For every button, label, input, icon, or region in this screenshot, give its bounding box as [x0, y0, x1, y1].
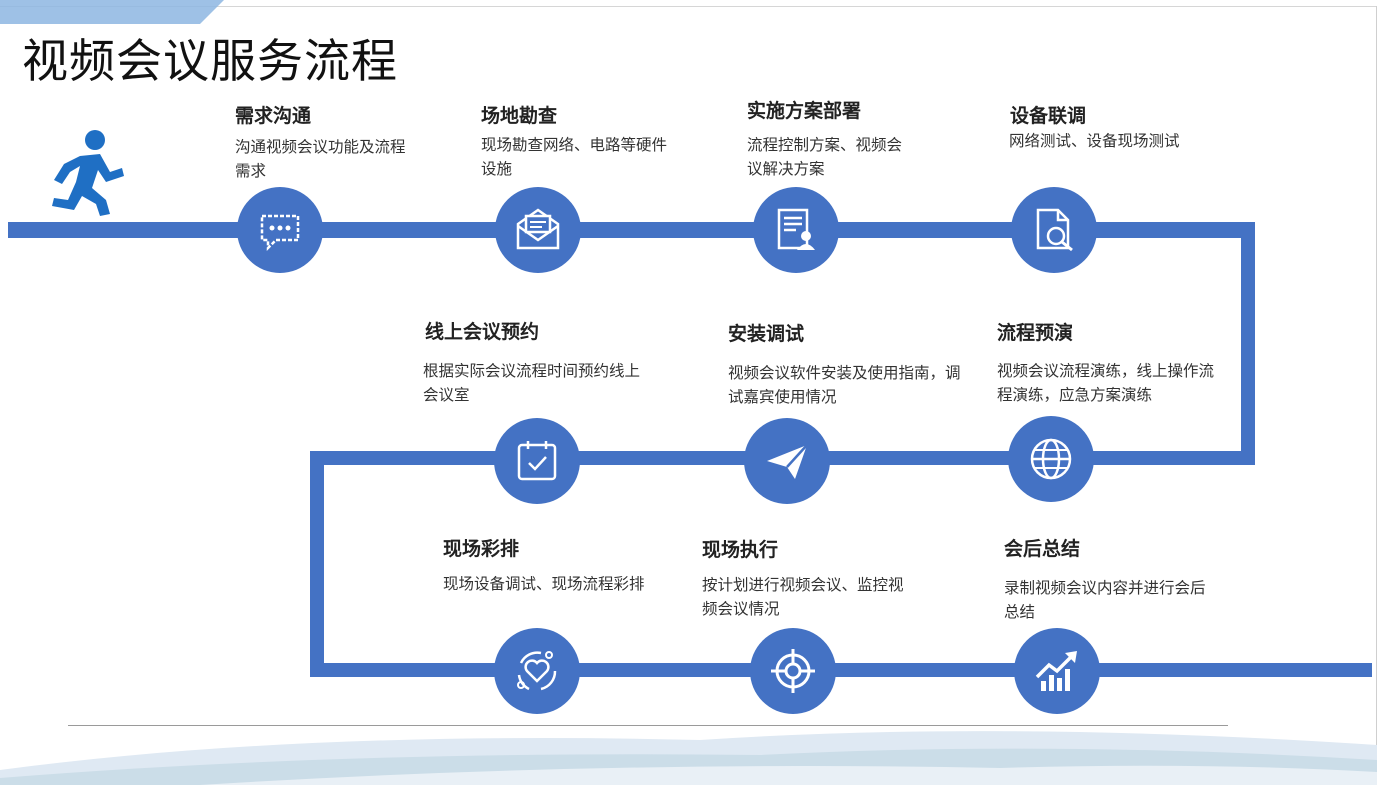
- step-title-1: 需求沟通: [235, 105, 312, 127]
- top-accent-shape: [0, 0, 224, 24]
- node-step-1: [237, 187, 323, 273]
- step-title-8: 现场彩排: [443, 538, 520, 560]
- step-desc-4: 网络测试、设备现场测试: [1009, 132, 1180, 150]
- step-title-6: 安装调试: [728, 323, 805, 345]
- node-step-4: [1011, 187, 1097, 273]
- track-row3: [310, 663, 1372, 677]
- node-step-6: [744, 418, 830, 504]
- step-desc-2: 现场勘查网络、电路等硬件设施: [481, 136, 668, 178]
- document-user-icon: [777, 208, 815, 250]
- step-desc-6: 视频会议软件安装及使用指南，调试嘉宾使用情况: [728, 364, 961, 406]
- step-desc-8: 现场设备调试、现场流程彩排: [443, 575, 645, 593]
- step-title-2: 场地勘查: [481, 105, 558, 127]
- node-step-3: [753, 187, 839, 273]
- step-title-3: 实施方案部署: [747, 100, 862, 122]
- track-right-connector: [1241, 222, 1255, 465]
- node-step-9: [750, 628, 836, 714]
- track-left-connector: [310, 451, 324, 677]
- step-title-4: 设备联调: [1010, 105, 1087, 127]
- footer-divider: [68, 725, 1228, 726]
- globe-icon: [1030, 438, 1072, 480]
- step-title-7: 流程预演: [997, 322, 1074, 344]
- node-step-10: [1014, 628, 1100, 714]
- runner-icon: [52, 130, 124, 216]
- document-search-icon: [1036, 208, 1073, 252]
- node-step-5: [494, 418, 580, 504]
- step-title-9: 现场执行: [702, 539, 779, 561]
- node-step-8: [494, 628, 580, 714]
- step-desc-7: 视频会议流程演练，线上操作流程演练，应急方案演练: [997, 362, 1215, 404]
- node-step-7: [1008, 416, 1094, 502]
- page-title: 视频会议服务流程: [22, 34, 398, 88]
- step-desc-3: 流程控制方案、视频会议解决方案: [747, 136, 903, 178]
- envelope-icon: [516, 208, 560, 250]
- heart-cycle-icon: [517, 651, 557, 691]
- growth-chart-icon: [1035, 651, 1077, 691]
- step-desc-5: 根据实际会议流程时间预约线上会议室: [423, 362, 641, 404]
- step-desc-10: 录制视频会议内容并进行会后总结: [1004, 579, 1206, 621]
- calendar-check-icon: [517, 441, 557, 481]
- step-title-10: 会后总结: [1004, 538, 1081, 560]
- top-divider: [0, 6, 1377, 7]
- footer-wave-decoration: [0, 731, 1377, 785]
- target-icon: [771, 649, 815, 693]
- paper-plane-icon: [767, 444, 808, 479]
- step-desc-9: 按计划进行视频会议、监控视频会议情况: [702, 576, 904, 618]
- step-title-5: 线上会议预约: [425, 321, 540, 343]
- step-desc-1: 沟通视频会议功能及流程需求: [235, 138, 406, 180]
- chat-bubble-icon: [260, 214, 300, 252]
- node-step-2: [495, 187, 581, 273]
